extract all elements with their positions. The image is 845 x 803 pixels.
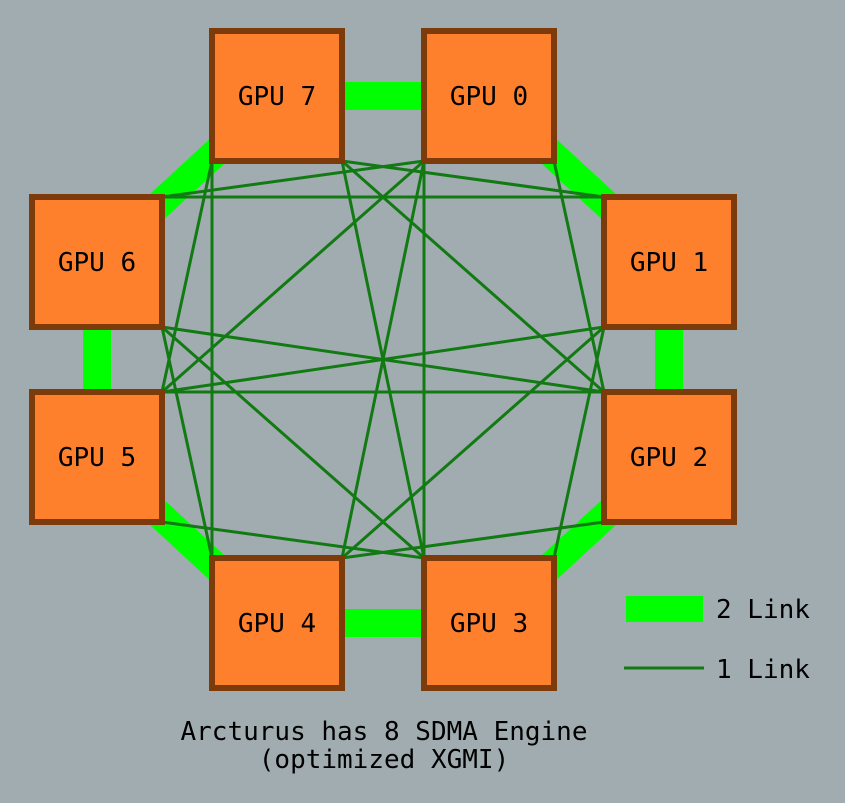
legend-single-label: 1 Link bbox=[716, 655, 810, 685]
gpu-label: GPU 6 bbox=[58, 248, 136, 278]
gpu-label: GPU 5 bbox=[58, 443, 136, 473]
gpu-label: GPU 7 bbox=[238, 82, 316, 112]
gpu-box bbox=[421, 555, 557, 691]
gpu-node-3: GPU 3 bbox=[421, 555, 557, 691]
gpu-node-5: GPU 5 bbox=[29, 389, 165, 525]
legend: 2 Link 1 Link bbox=[624, 595, 810, 685]
single-link-gpu1-gpu4 bbox=[341, 325, 605, 560]
gpu-box bbox=[421, 28, 557, 164]
gpu-box bbox=[209, 555, 345, 691]
single-links-layer bbox=[160, 159, 606, 560]
caption-line-1: Arcturus has 8 SDMA Engine bbox=[181, 717, 588, 747]
gpu-label: GPU 3 bbox=[450, 609, 528, 639]
single-link-gpu3-gpu6 bbox=[161, 325, 425, 560]
gpu-label: GPU 0 bbox=[450, 82, 528, 112]
single-link-gpu1-gpu7 bbox=[341, 159, 605, 199]
caption-line-2: (optimized XGMI) bbox=[259, 745, 509, 775]
gpu-box bbox=[601, 389, 737, 525]
gpu-nodes-layer: GPU 0 GPU 1 GPU 2 GPU 3 GPU 4 GPU 5 GPU 6 GPU 7 bbox=[29, 28, 737, 691]
gpu-node-6: GPU 6 bbox=[29, 194, 165, 330]
gpu-node-0: GPU 0 bbox=[421, 28, 557, 164]
single-link-gpu1-gpu3 bbox=[552, 326, 606, 559]
gpu-box bbox=[209, 28, 345, 164]
gpu-node-2: GPU 2 bbox=[601, 389, 737, 525]
gpu-node-1: GPU 1 bbox=[601, 194, 737, 330]
gpu-box bbox=[601, 194, 737, 330]
legend-double-label: 2 Link bbox=[716, 595, 810, 625]
single-link-gpu4-gpu6 bbox=[160, 326, 214, 559]
single-link-gpu3-gpu7 bbox=[340, 160, 426, 559]
single-link-gpu0-gpu2 bbox=[552, 160, 606, 393]
gpu-box bbox=[29, 194, 165, 330]
gpu-label: GPU 2 bbox=[630, 443, 708, 473]
single-link-gpu0-gpu5 bbox=[161, 159, 425, 394]
caption: Arcturus has 8 SDMA Engine (optimized XG… bbox=[181, 717, 588, 775]
gpu-node-4: GPU 4 bbox=[209, 555, 345, 691]
gpu-box bbox=[29, 389, 165, 525]
gpu-label: GPU 4 bbox=[238, 609, 316, 639]
gpu-label: GPU 1 bbox=[630, 248, 708, 278]
gpu-node-7: GPU 7 bbox=[209, 28, 345, 164]
single-link-gpu2-gpu7 bbox=[341, 159, 605, 394]
single-link-gpu5-gpu7 bbox=[160, 160, 214, 393]
